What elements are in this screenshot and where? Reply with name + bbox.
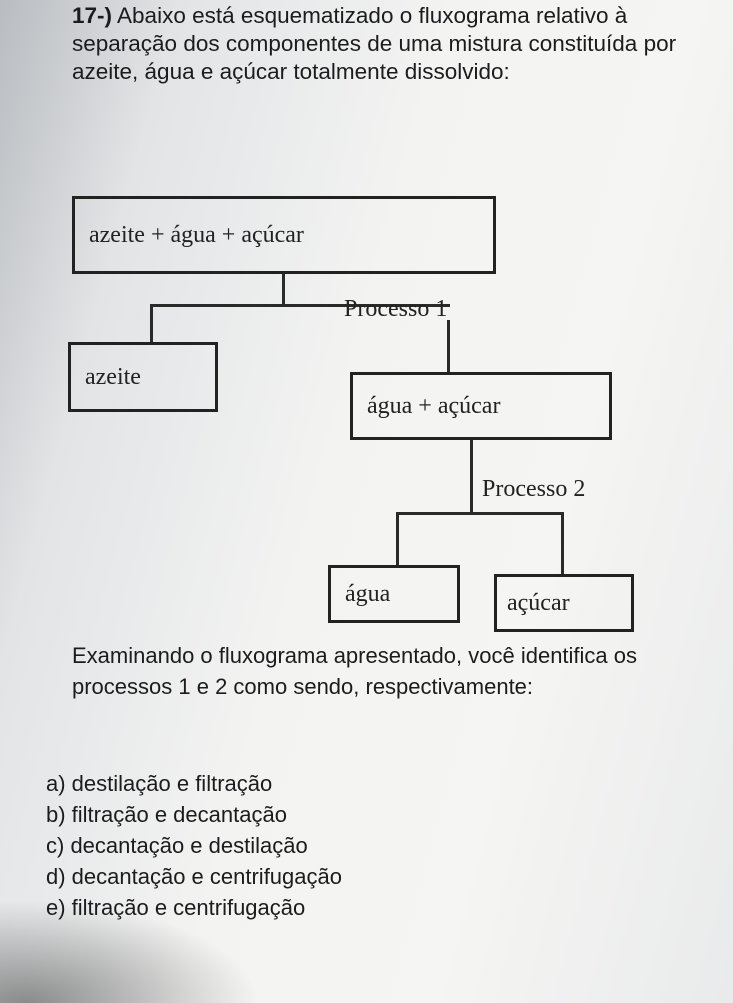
box-azeite: azeite [68,342,218,412]
connector [396,512,399,566]
answer-options: a) destilação e filtração b) filtração e… [46,768,342,923]
box-sugar: açúcar [494,574,634,632]
connector [447,320,450,372]
process-2-label: Processo 2 [482,476,586,502]
option-b[interactable]: b) filtração e decantação [46,802,287,827]
connector [150,304,450,307]
connector [282,274,285,306]
option-e[interactable]: e) filtração e centrifugação [46,895,306,920]
question-number: 17-) [72,3,113,28]
connector [561,512,564,576]
box-mixture: azeite + água + açúcar [72,196,496,274]
question-body: Abaixo está esquematizado o fluxograma r… [72,3,677,84]
box-water-sugar: água + açúcar [350,372,612,440]
connector [150,304,153,344]
option-a[interactable]: a) destilação e filtração [46,771,273,796]
connector [396,512,564,515]
option-d[interactable]: d) decantação e centrifugação [46,864,342,889]
question-text: 17-) Abaixo está esquematizado o fluxogr… [72,2,712,86]
option-c[interactable]: c) decantação e destilação [46,833,308,858]
box-water: água [328,565,460,623]
shadow [0,900,260,1003]
prompt-text: Examinando o fluxograma apresentado, voc… [72,643,638,699]
process-1-label: Processo 1 [344,296,448,322]
connector [470,440,473,512]
